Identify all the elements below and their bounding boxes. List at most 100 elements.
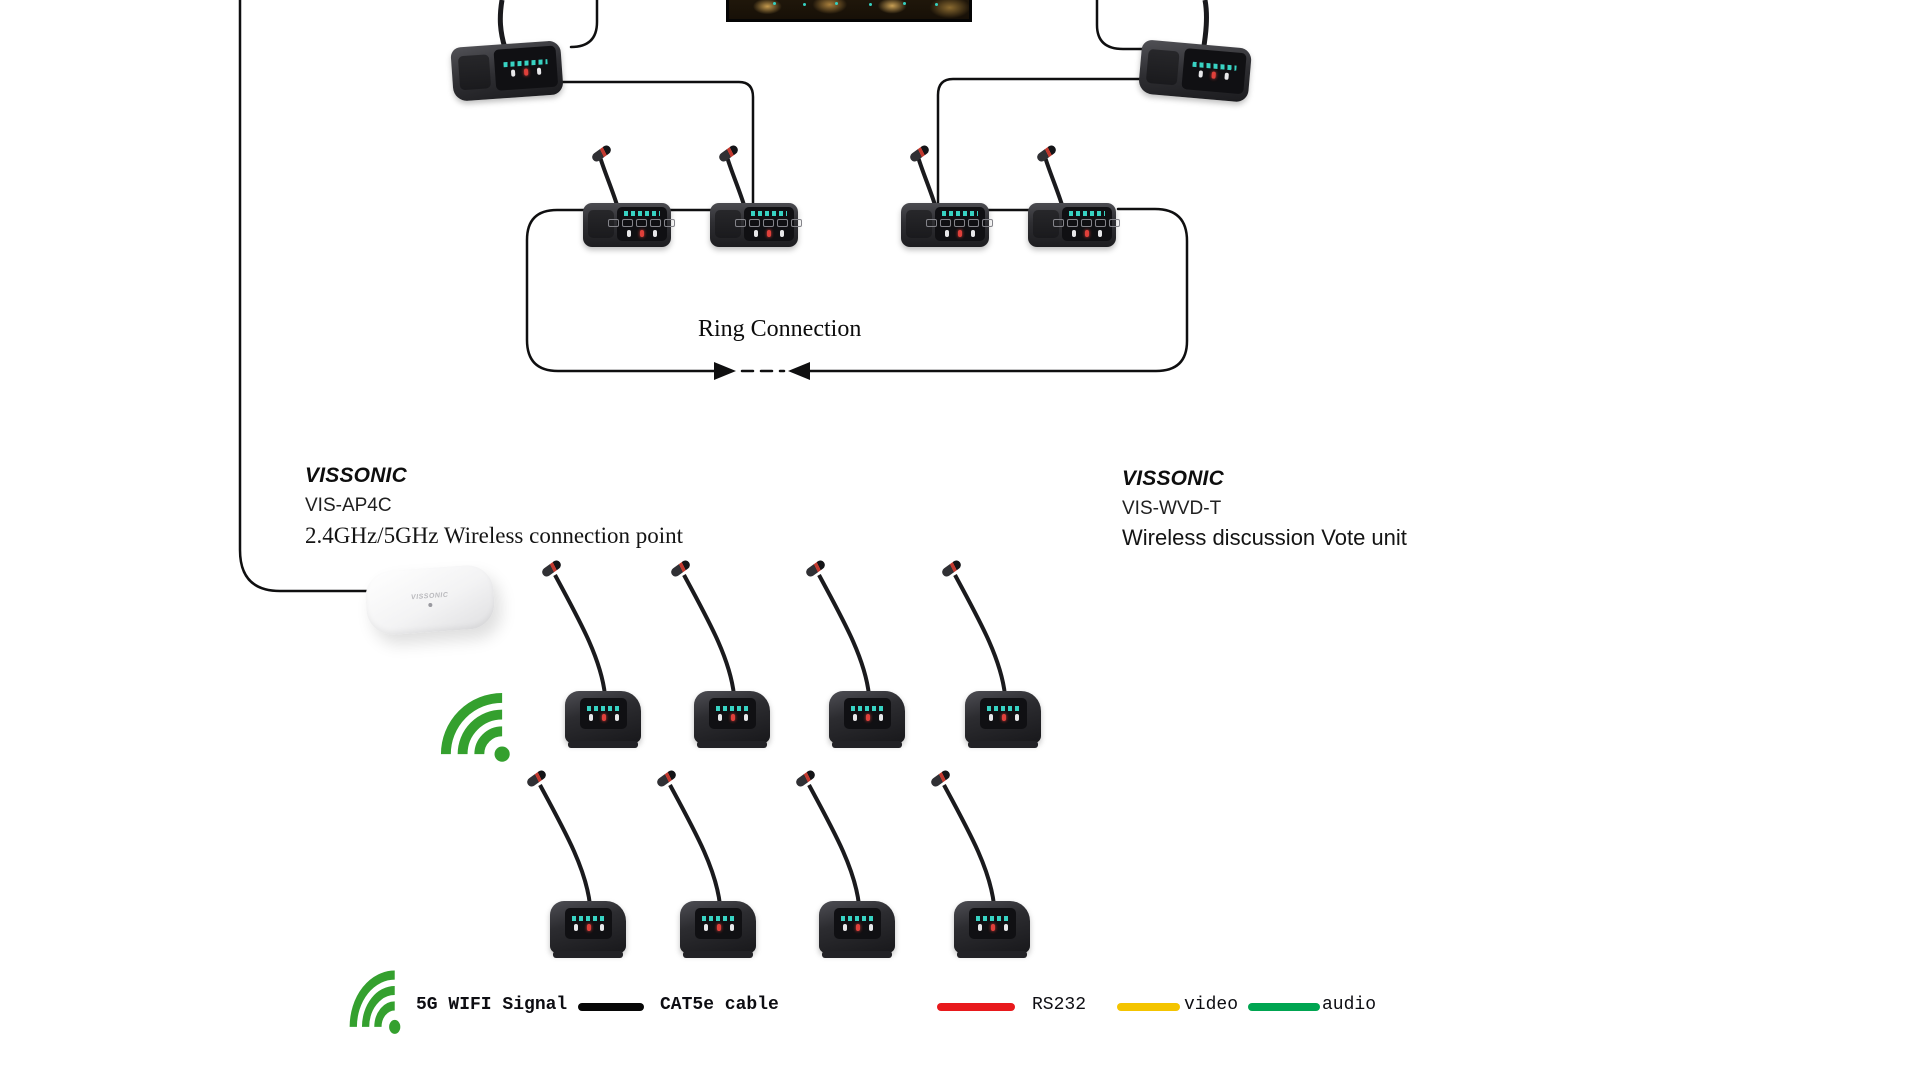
indicator-row — [852, 714, 883, 722]
mic-indicator — [703, 924, 708, 932]
mic-base — [550, 901, 626, 958]
mic-indicator — [573, 924, 578, 932]
volume-indicator — [614, 714, 619, 722]
indicator-row — [944, 230, 975, 238]
vote-description: Wireless discussion Vote unit — [1122, 525, 1407, 550]
volume-indicator — [652, 230, 657, 238]
volume-indicator — [878, 714, 883, 722]
device-panel — [695, 908, 743, 940]
device-panel — [844, 698, 892, 730]
mic-base — [965, 691, 1041, 748]
indicator-row — [588, 714, 619, 722]
cable-chairman-left-to-delegate-2 — [554, 80, 755, 208]
device-panel — [565, 908, 613, 940]
unit-button — [636, 219, 648, 228]
button-row — [735, 219, 803, 228]
unit-button — [1081, 219, 1093, 228]
unit-button — [1109, 219, 1121, 228]
mic-gooseneck — [598, 156, 619, 206]
indicator-row — [703, 924, 734, 932]
speaking-indicator — [957, 230, 962, 238]
indicator-row — [988, 714, 1019, 722]
display-readout — [850, 706, 885, 712]
ap-model-label: VIS-AP4C — [305, 495, 392, 516]
video-wall-image — [729, 0, 969, 19]
button-row — [608, 219, 676, 228]
unit-button — [777, 219, 789, 228]
mic-indicator — [588, 714, 593, 722]
mic-gooseneck — [538, 784, 592, 906]
mic-base — [565, 691, 641, 748]
vissonic-logo-right: VISSONIC — [1122, 467, 1224, 490]
mic-gooseneck — [953, 574, 1007, 696]
legend-label-0: 5G WIFI Signal — [416, 995, 568, 1015]
speaking-indicator — [1084, 230, 1089, 238]
mic-base — [694, 691, 770, 748]
unit-button — [735, 219, 747, 228]
mic-indicator — [753, 230, 758, 238]
mic-base — [954, 901, 1030, 958]
unit-button — [1053, 219, 1065, 228]
speaking-indicator — [1001, 714, 1006, 722]
indicator-row — [842, 924, 873, 932]
speaking-indicator — [601, 714, 606, 722]
volume-indicator — [743, 714, 748, 722]
display-readout — [586, 706, 621, 712]
mic-indicator — [1071, 230, 1076, 238]
volume-indicator — [1003, 924, 1008, 932]
cable-left-trunk — [238, 0, 380, 593]
speaker-grille — [588, 210, 614, 239]
display-readout — [840, 916, 875, 922]
speaker-grille — [715, 210, 741, 239]
device-panel — [1053, 207, 1121, 241]
mic-gooseneck — [807, 784, 861, 906]
unit-button — [940, 219, 952, 228]
display-readout — [715, 706, 750, 712]
unit-button — [763, 219, 775, 228]
ring-arrow-left-icon — [788, 362, 810, 380]
speaker-grille — [906, 210, 932, 239]
speaking-indicator — [855, 924, 860, 932]
volume-indicator — [970, 230, 975, 238]
mic-gooseneck — [916, 156, 937, 206]
volume-indicator — [599, 924, 604, 932]
wifi-signal-icon-large — [436, 688, 512, 764]
ap-info-block: VISSONIC VIS-AP4C 2.4GHz/5GHz Wireless c… — [305, 464, 683, 549]
legend-label-4: audio — [1322, 995, 1377, 1015]
speaking-indicator — [865, 714, 870, 722]
mic-gooseneck — [668, 784, 722, 906]
display-readout — [942, 211, 978, 217]
display-readout — [571, 916, 606, 922]
vote-unit-info-block: VISSONIC VIS-WVD-T Wireless discussion V… — [1122, 467, 1407, 551]
mic-gooseneck — [725, 156, 746, 206]
display-readout — [975, 916, 1010, 922]
mic-base — [829, 691, 905, 748]
cable-ring-left — [525, 208, 716, 373]
unit-button — [749, 219, 761, 228]
unit-button — [954, 219, 966, 228]
legend-label-1: CAT5e cable — [660, 995, 779, 1015]
unit-button — [1067, 219, 1079, 228]
indicator-row — [753, 230, 784, 238]
volume-indicator — [868, 924, 873, 932]
mic-base — [819, 901, 895, 958]
speaking-indicator — [766, 230, 771, 238]
unit-button — [791, 219, 803, 228]
volume-indicator — [779, 230, 784, 238]
speaking-indicator — [730, 714, 735, 722]
device-panel — [709, 698, 757, 730]
mic-indicator — [988, 714, 993, 722]
speaking-indicator — [716, 924, 721, 932]
display-readout — [986, 706, 1021, 712]
vote-model-label: VIS-WVD-T — [1122, 498, 1222, 519]
mic-gooseneck — [942, 784, 996, 906]
device-panel — [980, 698, 1028, 730]
unit-button — [650, 219, 662, 228]
indicator-row — [977, 924, 1008, 932]
mic-base — [710, 203, 803, 247]
volume-indicator — [1097, 230, 1102, 238]
legend-line-cat5e-cable — [578, 1003, 644, 1011]
speaker-grille — [1033, 210, 1059, 239]
